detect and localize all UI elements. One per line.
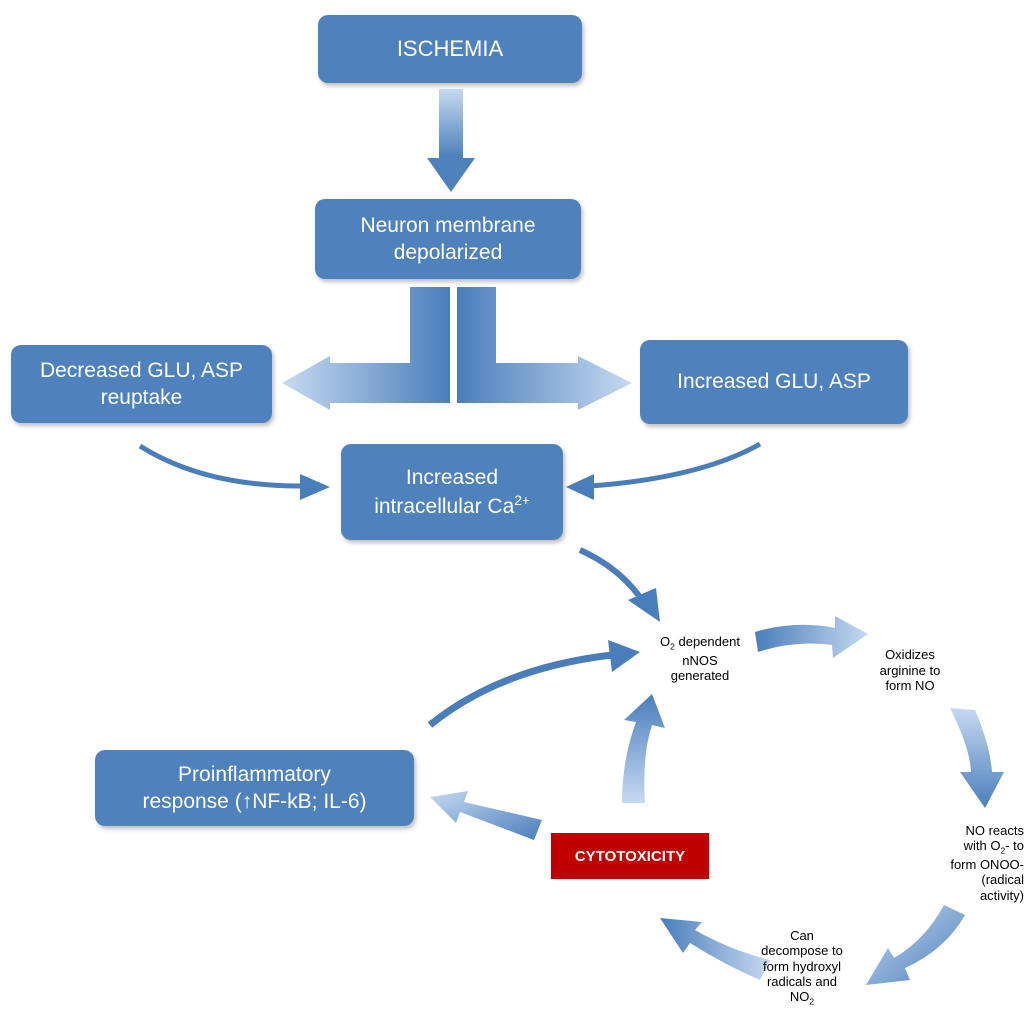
intracellular-calcium-box: Increased intracellular Ca2+ bbox=[341, 444, 563, 540]
ischemia-box: ISCHEMIA bbox=[318, 15, 582, 83]
increased-glu-asp-label: Increased GLU, ASP bbox=[677, 370, 871, 394]
arrow-cycle-can-to-cytotoxicity bbox=[660, 918, 770, 980]
arrow-cycle-cytotoxicity-to-nnos bbox=[622, 694, 665, 803]
decreased-reuptake-label: Decreased GLU, ASP reuptake bbox=[39, 358, 244, 409]
node-o2-nnos: O2 dependent nNOS generated bbox=[660, 634, 740, 683]
arrow-cycle-nnos-to-oxidizes bbox=[755, 616, 868, 658]
neuron-depolarized-box: Neuron membrane depolarized bbox=[315, 199, 581, 279]
increased-glu-asp-box: Increased GLU, ASP bbox=[640, 340, 908, 424]
arrow-calcium-to-nnos bbox=[578, 547, 645, 602]
intracellular-calcium-label: Increased intracellular Ca2+ bbox=[374, 466, 530, 518]
ischemia-label: ISCHEMIA bbox=[396, 35, 504, 61]
neuron-depolarized-label: Neuron membrane depolarized bbox=[360, 213, 536, 264]
up-arrow-icon: ↑ bbox=[241, 790, 253, 813]
cytotoxicity-box: CYTOTOXICITY bbox=[551, 833, 709, 879]
node-can-decompose: Can decompose to form hydroxyl radicals … bbox=[761, 928, 843, 1007]
arrow-split-right bbox=[457, 287, 632, 410]
proinflammatory-response-box: Proinflammatory response (↑NF-kB; IL-6) bbox=[95, 750, 414, 826]
arrow-increased-to-calcium bbox=[589, 441, 762, 489]
arrow-cycle-oxidizes-to-no bbox=[950, 708, 1004, 808]
node-oxidizes-arginine: Oxidizes arginine to form NO bbox=[879, 647, 941, 693]
arrow-decreased-to-calcium bbox=[138, 443, 306, 489]
decreased-reuptake-box: Decreased GLU, ASP reuptake bbox=[11, 345, 272, 423]
arrow-ischemia-to-neuron bbox=[427, 89, 475, 192]
node-no-reacts: NO reacts with O2- to form ONOO- (radica… bbox=[950, 823, 1024, 903]
arrow-split-left bbox=[282, 287, 450, 410]
arrow-cycle-no-to-can bbox=[866, 905, 965, 985]
arrow-cytotoxicity-to-proinflammatory bbox=[430, 791, 542, 840]
arrow-proinflammatory-to-nnos bbox=[427, 651, 613, 728]
proinflammatory-response-label: Proinflammatory response (↑NF-kB; IL-6) bbox=[142, 762, 367, 813]
